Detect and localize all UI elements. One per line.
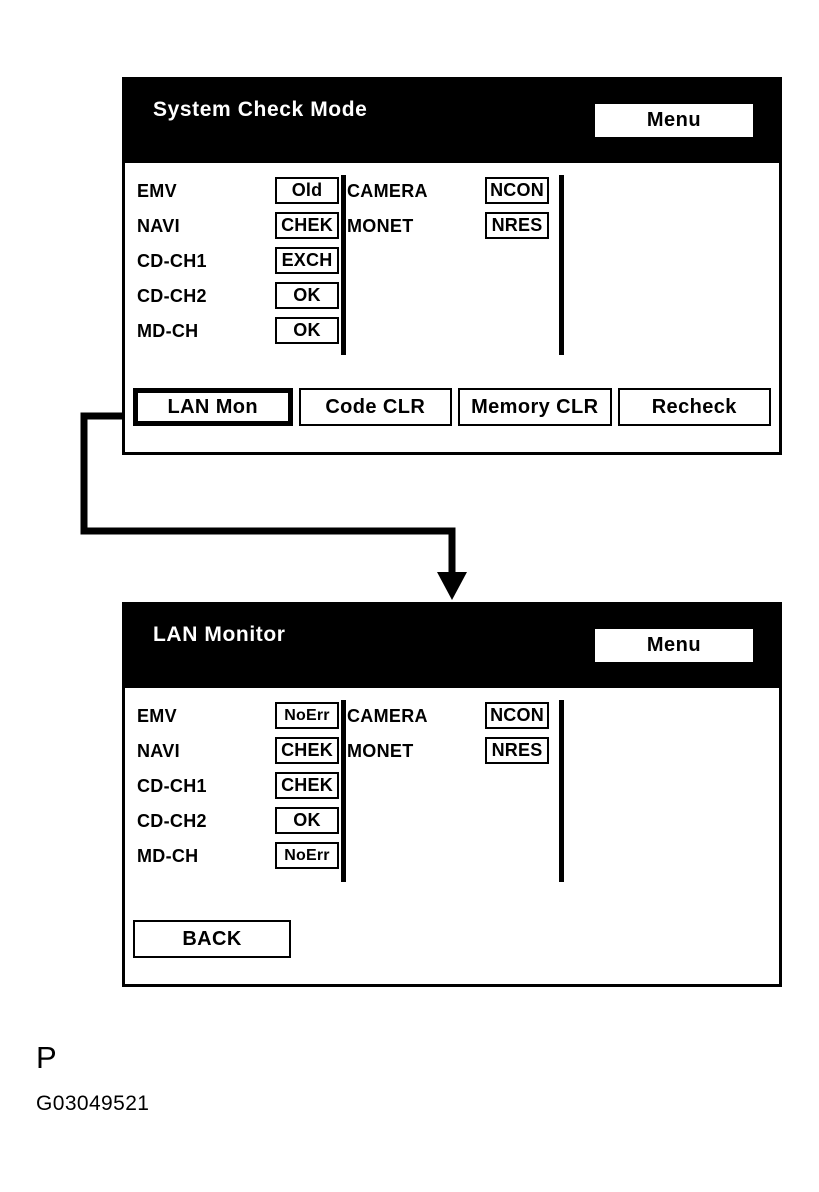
status-row: MONET NRES	[347, 737, 561, 772]
status-row: NAVI CHEK	[137, 212, 351, 247]
status-row: MONET NRES	[347, 212, 561, 247]
status-badge: NRES	[485, 737, 549, 764]
status-badge: NCON	[485, 177, 549, 204]
status-badge: OK	[275, 317, 339, 344]
status-column-right: CAMERA NCON MONET NRES	[347, 702, 561, 772]
status-badge: NoErr	[275, 702, 339, 729]
column-divider	[341, 700, 346, 882]
status-label: CD-CH2	[137, 811, 207, 831]
arrowhead-icon	[437, 572, 467, 600]
status-label: CD-CH2	[137, 286, 207, 306]
status-label: CAMERA	[347, 706, 428, 726]
status-badge: NoErr	[275, 842, 339, 869]
status-badge: EXCH	[275, 247, 339, 274]
status-area: EMV NoErr NAVI CHEK CD-CH1 CHEK CD-CH2 O…	[125, 688, 779, 913]
status-label: NAVI	[137, 741, 180, 761]
status-row: MD-CH OK	[137, 317, 351, 352]
back-button[interactable]: BACK	[133, 920, 291, 958]
status-badge: Old	[275, 177, 339, 204]
page-title: LAN Monitor	[153, 623, 286, 646]
column-divider	[559, 700, 564, 882]
status-row: CD-CH2 OK	[137, 282, 351, 317]
system-check-mode-screen: System Check Mode Menu EMV Old NAVI CHEK…	[122, 77, 782, 455]
figure-marker: P	[36, 1040, 57, 1075]
status-row: EMV Old	[137, 177, 351, 212]
panel-header: System Check Mode Menu	[125, 80, 779, 163]
status-area: EMV Old NAVI CHEK CD-CH1 EXCH CD-CH2 OK …	[125, 163, 779, 381]
status-label: CD-CH1	[137, 251, 207, 271]
status-label: CAMERA	[347, 181, 428, 201]
status-row: CAMERA NCON	[347, 177, 561, 212]
status-row: CD-CH1 EXCH	[137, 247, 351, 282]
action-button-bar: LAN Mon Code CLR Memory CLR Recheck	[125, 381, 779, 452]
status-row: CD-CH1 CHEK	[137, 772, 351, 807]
memory-clr-button[interactable]: Memory CLR	[458, 388, 612, 426]
menu-button[interactable]: Menu	[595, 104, 753, 137]
code-clr-button[interactable]: Code CLR	[298, 388, 452, 426]
status-badge: NRES	[485, 212, 549, 239]
recheck-button[interactable]: Recheck	[617, 388, 771, 426]
status-column-left: EMV NoErr NAVI CHEK CD-CH1 CHEK CD-CH2 O…	[137, 702, 351, 877]
status-row: CAMERA NCON	[347, 702, 561, 737]
status-label: MONET	[347, 741, 414, 761]
status-row: MD-CH NoErr	[137, 842, 351, 877]
page-title: System Check Mode	[153, 98, 368, 121]
lan-monitor-screen: LAN Monitor Menu EMV NoErr NAVI CHEK CD-…	[122, 602, 782, 987]
status-badge: OK	[275, 807, 339, 834]
lan-mon-button[interactable]: LAN Mon	[133, 388, 293, 426]
status-badge: NCON	[485, 702, 549, 729]
status-label: CD-CH1	[137, 776, 207, 796]
panel-header: LAN Monitor Menu	[125, 605, 779, 688]
status-label: NAVI	[137, 216, 180, 236]
status-label: MONET	[347, 216, 414, 236]
figure-id: G03049521	[36, 1092, 150, 1115]
column-divider	[341, 175, 346, 355]
status-row: CD-CH2 OK	[137, 807, 351, 842]
status-label: MD-CH	[137, 846, 199, 866]
menu-button[interactable]: Menu	[595, 629, 753, 662]
status-row: NAVI CHEK	[137, 737, 351, 772]
status-badge: OK	[275, 282, 339, 309]
status-badge: CHEK	[275, 212, 339, 239]
column-divider	[559, 175, 564, 355]
status-column-left: EMV Old NAVI CHEK CD-CH1 EXCH CD-CH2 OK …	[137, 177, 351, 352]
action-button-bar: BACK	[125, 913, 779, 984]
status-badge: CHEK	[275, 737, 339, 764]
status-column-right: CAMERA NCON MONET NRES	[347, 177, 561, 247]
status-label: EMV	[137, 706, 177, 726]
status-label: MD-CH	[137, 321, 199, 341]
status-badge: CHEK	[275, 772, 339, 799]
status-label: EMV	[137, 181, 177, 201]
status-row: EMV NoErr	[137, 702, 351, 737]
